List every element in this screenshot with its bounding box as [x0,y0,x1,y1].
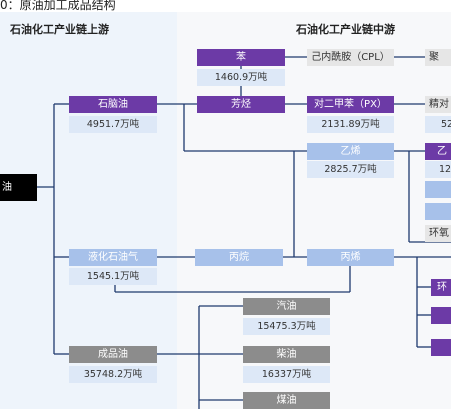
diesel-value: 16337万吨 [243,366,330,383]
midstream-title: 石油化工产业链中游 [296,23,395,36]
upstream-panel [0,12,177,409]
caprolactam-node: 己内酰胺（CPL） [307,49,394,66]
aromatics-node: 芳烃 [197,96,285,113]
px-node: 对二甲苯（PX） [307,96,394,113]
crude-oil-node: 油 [0,174,37,201]
px-value: 2131.89万吨 [307,116,394,133]
ethylene-derivative-value: 12 [425,161,451,178]
epoxy-node: 环氧 [425,225,451,242]
diesel-node: 柴油 [243,346,330,363]
gasoline-node: 汽油 [243,298,330,315]
benzene-value: 1460.9万吨 [197,69,285,86]
product-oil-node: 成品油 [69,346,157,363]
ethylene-derivative-node: 乙 [425,143,451,160]
naphtha-value: 4951.7万吨 [69,116,157,133]
propylene-derivative-box-1 [431,307,451,324]
propylene-node: 丙烯 [307,249,394,266]
figure-title: 0：原油加工成品结构 [0,0,116,12]
ring-node: 环 [431,279,451,296]
naphtha-node: 石脑油 [69,96,157,113]
propane-node: 丙烷 [195,249,283,266]
refined-value: 52 [425,116,451,133]
propylene-derivative-box-2 [431,339,451,356]
gasoline-value: 15475.3万吨 [243,318,330,335]
lpg-node: 液化石油气 [69,249,157,266]
refined-node: 精对 [425,96,451,113]
lpg-value: 1545.1万吨 [69,268,157,285]
ethylene-node: 乙烯 [307,143,394,160]
ethylene-derivative-box-2 [425,203,451,220]
ethylene-value: 2825.7万吨 [307,161,394,178]
upstream-title: 石油化工产业链上游 [10,23,109,36]
product-oil-value: 35748.2万吨 [69,366,157,383]
benzene-node: 苯 [197,49,285,66]
ethylene-derivative-box-1 [425,181,451,198]
kerosene-node: 煤油 [243,392,330,409]
poly-node: 聚 [425,49,451,66]
